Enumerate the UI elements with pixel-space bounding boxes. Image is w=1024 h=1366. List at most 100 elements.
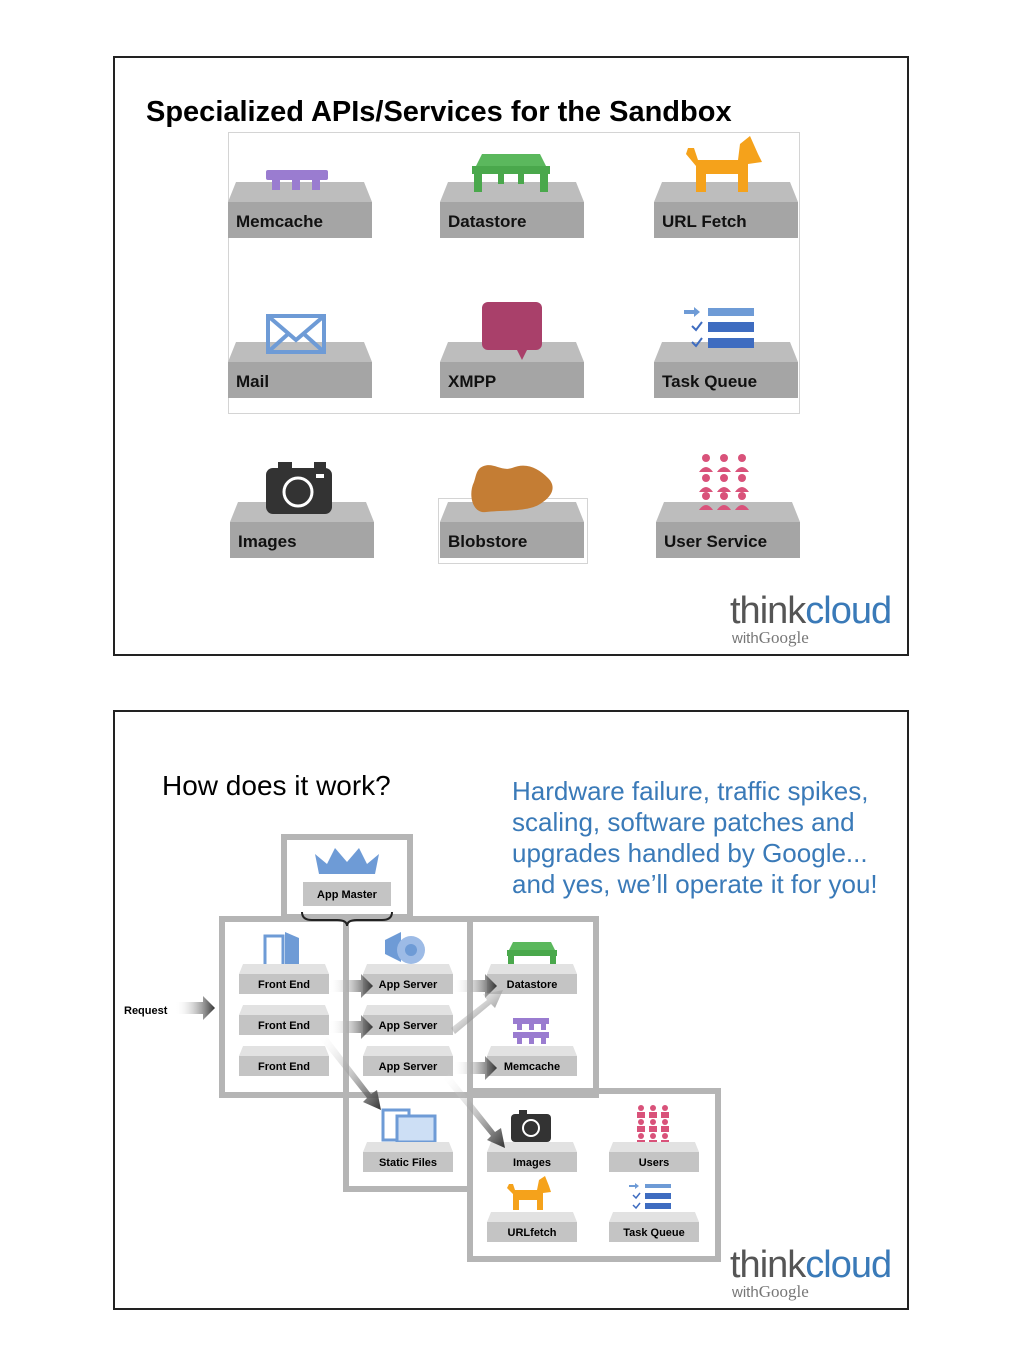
slide-specialized-apis: Specialized APIs/Services for the Sandbo… (113, 56, 909, 656)
tile-graphic (440, 465, 584, 558)
memory-chip-icon (266, 170, 328, 190)
chat-bubble-icon (482, 302, 542, 360)
tile-graphic (228, 314, 372, 398)
front-end-label: Front End (258, 1061, 310, 1073)
logo-with: with (732, 630, 759, 647)
storage-frame (467, 916, 599, 1098)
images-label: Images (513, 1157, 551, 1169)
service-xmpp: XMPP (440, 290, 584, 400)
front-end-box-1 (239, 964, 329, 994)
services-frame (467, 1088, 721, 1262)
app-server-icon (385, 932, 425, 964)
static-files-box (363, 1142, 453, 1172)
architecture-diagram: App Master Request Front End Front End F… (124, 834, 721, 1262)
front-end-box-3 (239, 1046, 329, 1076)
thinkcloud-logo: thinkcloud withGoogle (730, 590, 892, 647)
files-icon (381, 1108, 437, 1144)
tile-graphic (230, 462, 374, 558)
app-server-label: App Server (379, 1061, 438, 1073)
task-queue-label: Task Queue (623, 1227, 685, 1239)
datastore-label: Datastore (507, 979, 558, 991)
tile-graphic (654, 136, 798, 238)
app-server-label: App Server (379, 979, 438, 991)
tile-graphic (440, 154, 584, 238)
service-images: Images (230, 450, 374, 560)
tile-graphic (654, 307, 798, 398)
app-master-label: App Master (317, 889, 378, 901)
dog-icon (507, 1176, 551, 1210)
dog-icon (686, 136, 762, 192)
service-label: Datastore (448, 212, 527, 231)
app-server-box-3 (363, 1046, 453, 1076)
app-master-box (303, 882, 391, 906)
blob-icon (471, 465, 553, 513)
envelope-icon (266, 314, 326, 354)
front-end-box-2 (239, 1005, 329, 1035)
users-icon (699, 454, 749, 510)
service-label: XMPP (448, 372, 497, 391)
camera-icon (511, 1110, 551, 1142)
task-queue-box (609, 1212, 699, 1242)
arrow-as-to-datastore-diag (451, 990, 503, 1034)
service-mail: Mail (228, 290, 372, 400)
service-memcache: Memcache (228, 130, 372, 240)
thinkcloud-logo: thinkcloud withGoogle (730, 1244, 892, 1301)
logo-with: with (732, 1284, 759, 1301)
request-arrow (175, 996, 215, 1020)
service-datastore: Datastore (440, 130, 584, 240)
memcache-box (487, 1046, 577, 1076)
urlfetch-label: URLfetch (508, 1227, 557, 1239)
front-end-label: Front End (258, 979, 310, 991)
datastore-box (487, 964, 577, 994)
logo-cloud: cloud (805, 590, 892, 632)
service-label: Blobstore (448, 532, 528, 551)
images-box (487, 1142, 577, 1172)
slide-title: Specialized APIs/Services for the Sandbo… (146, 96, 732, 128)
app-server-label: App Server (379, 1020, 438, 1032)
service-task-queue: Task Queue (654, 290, 798, 400)
service-label: URL Fetch (662, 212, 747, 231)
logo-cloud: cloud (805, 1244, 892, 1286)
front-end-label: Front End (258, 1020, 310, 1032)
brace (301, 911, 393, 927)
users-box (609, 1142, 699, 1172)
arrow-fe-to-as-2 (329, 1015, 373, 1039)
arrow-as-to-datastore (453, 974, 497, 998)
datastore-table-icon (472, 154, 550, 192)
camera-icon (266, 462, 332, 514)
service-url-fetch: URL Fetch (654, 130, 798, 240)
urlfetch-box (487, 1212, 577, 1242)
service-user-service: User Service (656, 450, 800, 560)
tile-graphic (228, 170, 372, 238)
app-server-box-1 (363, 964, 453, 994)
service-label: User Service (664, 532, 768, 551)
service-label: Images (238, 532, 297, 551)
request-label: Request (124, 1005, 168, 1017)
datastore-table-icon (507, 942, 557, 968)
arrow-fe-to-as-1 (329, 974, 373, 998)
logo-google: Google (758, 1282, 809, 1301)
slide-title: How does it work? (162, 770, 391, 801)
services-frame (228, 132, 800, 414)
task-list-icon (684, 307, 754, 348)
app-server-box-2 (363, 1005, 453, 1035)
static-files-label: Static Files (379, 1157, 437, 1169)
service-label: Mail (236, 372, 270, 391)
service-label: Memcache (236, 212, 323, 231)
users-label: Users (639, 1157, 670, 1169)
slide-how-it-works: How does it work? Hardware failure, traf… (113, 710, 909, 1310)
service-blobstore: Blobstore (440, 450, 584, 560)
task-list-icon (629, 1183, 671, 1210)
memcache-label: Memcache (504, 1061, 560, 1073)
arrow-as-to-memcache (453, 1056, 497, 1080)
users-icon (637, 1105, 669, 1145)
logo-think: think (730, 590, 806, 632)
tile-graphic (440, 302, 584, 398)
blurb-text: Hardware failure, traffic spikes, scalin… (512, 776, 878, 899)
tile-graphic (656, 454, 800, 558)
crown-icon (315, 848, 379, 874)
logo-google: Google (758, 628, 809, 647)
memory-chip-icon (513, 1018, 549, 1044)
logo-think: think (730, 1244, 806, 1286)
service-label: Task Queue (662, 372, 758, 391)
